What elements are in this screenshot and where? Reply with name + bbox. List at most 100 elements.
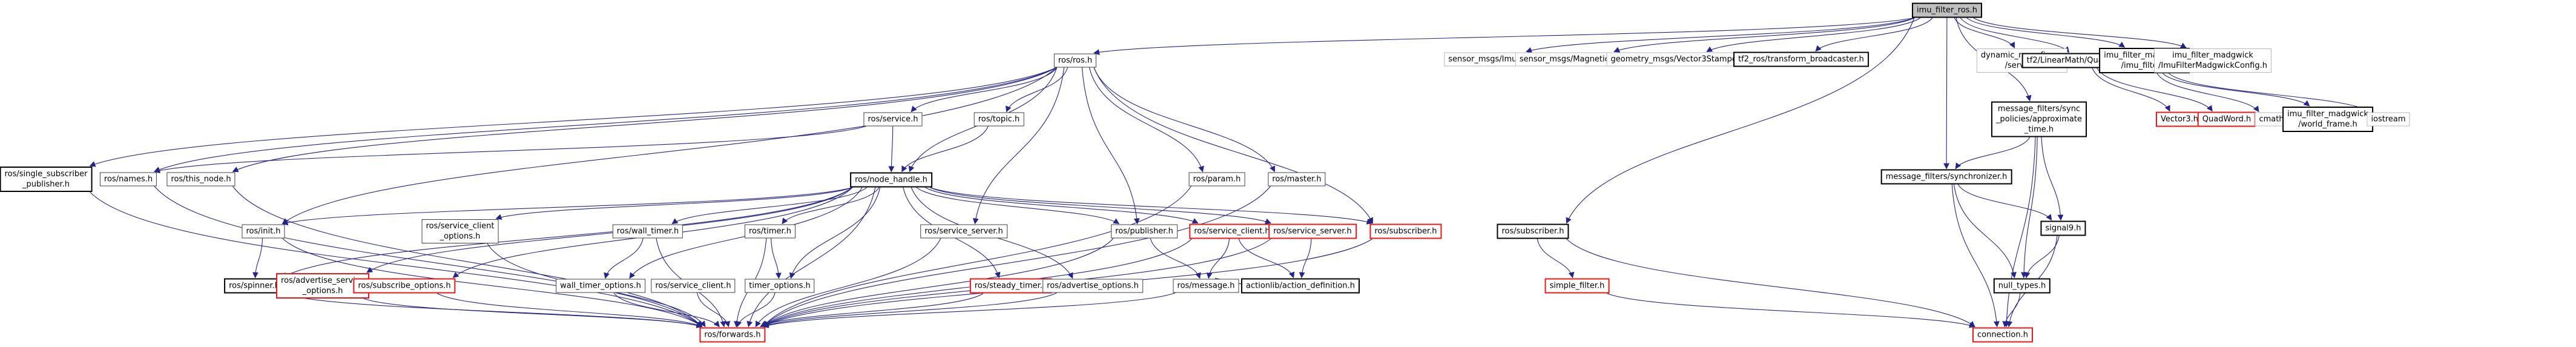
graph-node-nullt[interactable]: null_types.h	[1993, 278, 2051, 294]
include-edge-nh-to-pub	[916, 187, 1120, 225]
graph-node-param[interactable]: ros/param.h	[1188, 172, 1245, 187]
graph-node-signal9[interactable]: signal9.h	[2040, 220, 2086, 236]
include-edge-nh-to-timer	[782, 187, 880, 225]
graph-node-names[interactable]: ros/names.h	[99, 172, 157, 187]
graph-node-topic[interactable]: ros/topic.h	[973, 112, 1024, 127]
include-edge-nh-to-spinner	[282, 187, 853, 279]
include-edge-steady-to-fwd	[760, 293, 984, 327]
include-edge-topts-to-fwd	[736, 292, 776, 328]
graph-node-advo[interactable]: ros/advertise_options.h	[1043, 279, 1143, 293]
include-edge-sub_black-to-simple	[1537, 239, 1575, 279]
include-edge-ros_ros-to-sub_red	[1093, 67, 1374, 224]
graph-node-sync[interactable]: message_filters/synchronizer.h	[1880, 169, 2012, 185]
include-edge-root-to-sub_black	[1566, 18, 1915, 224]
graph-node-approx[interactable]: message_filters/sync _policies/approxima…	[1991, 101, 2087, 137]
graph-node-service[interactable]: ros/service.h	[863, 112, 923, 127]
graph-node-sub_black[interactable]: ros/subscriber.h	[1497, 223, 1569, 239]
include-edge-nh-to-sc_red	[925, 187, 1199, 224]
graph-node-ssp[interactable]: ros/single_subscriber _publisher.h	[0, 167, 93, 192]
graph-node-thisnode[interactable]: ros/this_node.h	[166, 172, 236, 187]
graph-node-v3s[interactable]: geometry_msgs/Vector3Stamped.h	[1606, 52, 1754, 67]
graph-node-cmath[interactable]: cmath	[2255, 112, 2288, 127]
include-edge-root-to-imu	[1526, 17, 1915, 53]
include-edge-msg-to-fwd	[762, 292, 1176, 328]
include-edge-ros_ros-to-param	[1089, 67, 1204, 173]
graph-node-master[interactable]: ros/master.h	[1268, 172, 1326, 187]
include-edge-nh-to-walltimer	[671, 187, 868, 225]
include-edge-sc_red-to-msg	[1206, 239, 1230, 279]
include-edge-sync-to-conn	[1951, 184, 2000, 328]
include-edge-pub-to-fwd	[762, 238, 1114, 328]
include-edge-service-to-nh	[888, 126, 895, 173]
include-edge-topic-to-nh	[901, 126, 989, 173]
include-edge-master-to-fwd	[762, 186, 1271, 328]
include-edge-advso-to-fwd	[363, 298, 703, 328]
include-edge-ros_ros-to-names	[154, 67, 1057, 173]
include-edge-pub-to-msg	[1150, 238, 1201, 279]
include-edge-names-to-fwd	[154, 186, 703, 328]
graph-node-iostream[interactable]: iostream	[2367, 112, 2410, 127]
graph-node-fwd[interactable]: ros/forwards.h	[699, 327, 766, 343]
include-edge-ss_black-to-fwd	[755, 238, 941, 328]
include-edge-ros_ros-to-ssp	[89, 67, 1057, 167]
include-edge-advo-to-fwd	[762, 292, 1057, 328]
include-edge-approx-to-nullt	[2021, 137, 2038, 279]
graph-node-ros_ros[interactable]: ros/ros.h	[1053, 53, 1097, 68]
graph-node-worldframe[interactable]: imu_filter_madgwick /world_frame.h	[2282, 107, 2373, 132]
graph-node-vector3[interactable]: Vector3.h	[2155, 111, 2204, 127]
include-edge-ros_ros-to-ss_black	[972, 67, 1065, 225]
include-edge-imufilt-to-iostream	[2168, 73, 2370, 113]
graph-node-ss_black[interactable]: ros/service_server.h	[920, 224, 1007, 239]
graph-node-topts[interactable]: timer_options.h	[745, 279, 815, 293]
graph-node-msg[interactable]: ros/message.h	[1173, 279, 1239, 293]
graph-node-cfg[interactable]: imu_filter_madgwick /ImuFilterMadgwickCo…	[2153, 48, 2272, 73]
include-edge-service-to-names	[154, 125, 866, 174]
include-edge-root-to-tfb	[1815, 18, 1933, 52]
graph-node-sc_red[interactable]: ros/service_client.h	[1189, 223, 1275, 239]
include-edge-imufilt-to-cmath	[2156, 73, 2259, 113]
include-edge-sync-to-signal9	[1957, 184, 2052, 221]
graph-node-sub_red[interactable]: ros/subscriber.h	[1369, 223, 1442, 239]
include-edge-root-to-quat	[1960, 18, 2070, 53]
graph-node-actdef[interactable]: actionlib/action_definition.h	[1241, 278, 1360, 294]
graph-node-imu[interactable]: sensor_msgs/Imu.h	[1444, 52, 1529, 67]
graph-node-sc_black[interactable]: ros/service_client.h	[651, 279, 736, 293]
include-edge-quat-to-vector3	[2092, 68, 2170, 112]
include-edge-quat-to-quadword	[2097, 68, 2213, 112]
include-edge-ros_ros-to-master	[1093, 67, 1276, 173]
graph-node-wto[interactable]: wall_timer_options.h	[556, 279, 645, 293]
graph-node-spinner[interactable]: ros/spinner.h	[224, 278, 285, 294]
include-edge-root-to-imufilt	[1966, 18, 2126, 48]
graph-node-timer[interactable]: ros/timer.h	[744, 224, 796, 239]
include-edge-sc_red-to-actdef	[1238, 239, 1295, 279]
graph-node-simple[interactable]: simple_filter.h	[1544, 278, 1610, 294]
include-edge-ros_ros-to-thisnode	[232, 67, 1057, 173]
include-edge-approx-to-signal9	[2041, 137, 2064, 221]
graph-node-init[interactable]: ros/init.h	[242, 224, 285, 239]
graph-node-steady[interactable]: ros/steady_timer.h	[969, 278, 1053, 294]
include-edge-nh-to-topts	[789, 187, 881, 279]
graph-node-subopts[interactable]: ros/subscribe_options.h	[353, 278, 456, 294]
graph-node-tfb[interactable]: tf2_ros/transform_broadcaster.h	[1733, 51, 1869, 67]
graph-node-walltimer[interactable]: ros/wall_timer.h	[612, 224, 684, 239]
include-edge-root-to-v3s	[1706, 18, 1921, 53]
include-edge-nh-to-init	[282, 187, 853, 226]
graph-node-quadword[interactable]: QuadWord.h	[2197, 111, 2256, 127]
graph-node-conn[interactable]: connection.h	[1972, 327, 2033, 343]
include-edge-walltimer-to-wto	[604, 238, 644, 279]
include-edge-sub_black-to-conn	[1566, 239, 1975, 328]
include-edge-nh-to-sub_red	[929, 187, 1373, 225]
include-edge-nh-to-scopts	[495, 187, 853, 220]
graph-node-nh[interactable]: ros/node_handle.h	[850, 172, 932, 188]
include-edge-nh-to-ss_red	[929, 187, 1271, 224]
graph-node-pub[interactable]: ros/publisher.h	[1111, 224, 1178, 239]
graph-node-root[interactable]: imu_filter_ros.h	[1912, 2, 1982, 18]
include-edge-approx-to-conn	[2003, 137, 2036, 328]
graph-node-ss_red[interactable]: ros/service_server.h	[1268, 223, 1357, 239]
include-edge-simple-to-conn	[1607, 292, 1975, 328]
graph-node-scopts[interactable]: ros/service_client _options.h	[421, 219, 499, 243]
include-edge-root-to-sync	[1943, 18, 1950, 170]
include-edge-wto-to-fwd	[613, 292, 720, 328]
include-edge-ssp-to-fwd	[90, 191, 703, 328]
